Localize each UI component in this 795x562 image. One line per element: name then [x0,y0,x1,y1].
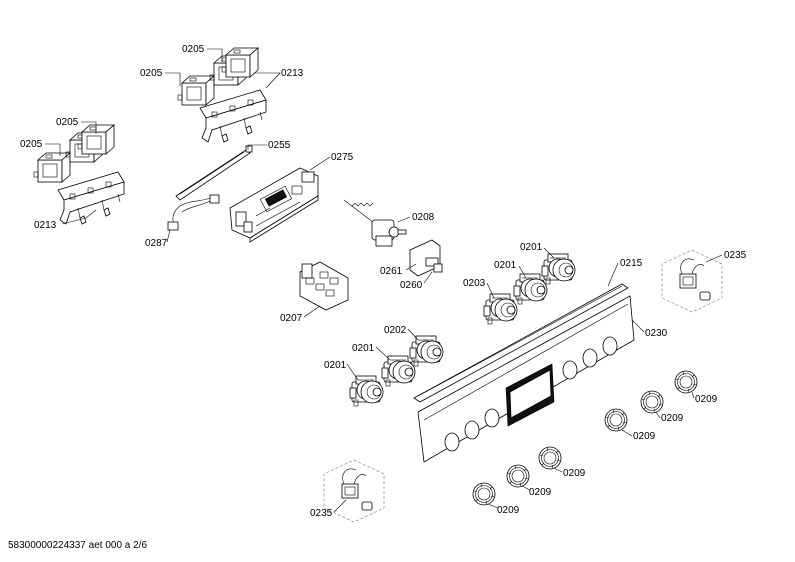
document-id-footer: 58300000224337 aet 000 a 2/6 [8,540,148,551]
part-label: 0209 [633,431,656,442]
part-label: 0287 [145,238,168,249]
part-label: 0255 [268,140,291,151]
part-label: 0205 [56,117,79,128]
part-label: 0230 [645,328,668,339]
part-label: 0215 [620,258,643,269]
part-label: 0235 [310,508,333,519]
part-label: 0235 [724,250,747,261]
part-label: 0275 [331,152,354,163]
part-label: 0213 [281,68,304,79]
part-label: 0205 [140,68,163,79]
part-label: 0203 [463,278,486,289]
part-label: 0207 [280,313,303,324]
part-label: 0209 [563,468,586,479]
part-label: 0261 [380,266,403,277]
part-label: 0201 [352,343,375,354]
part-label: 0201 [520,242,543,253]
part-label: 0201 [494,260,517,271]
part-label: 0209 [695,394,718,405]
part-label: 0209 [497,505,520,516]
part-label: 0208 [412,212,435,223]
part-label: 0209 [529,487,552,498]
part-label: 0201 [324,360,347,371]
part-label: 0202 [384,325,407,336]
part-label: 0205 [182,44,205,55]
part-label: 0205 [20,139,43,150]
part-label: 0209 [661,413,684,424]
part-label: 0213 [34,220,57,231]
part-label: 0260 [400,280,423,291]
